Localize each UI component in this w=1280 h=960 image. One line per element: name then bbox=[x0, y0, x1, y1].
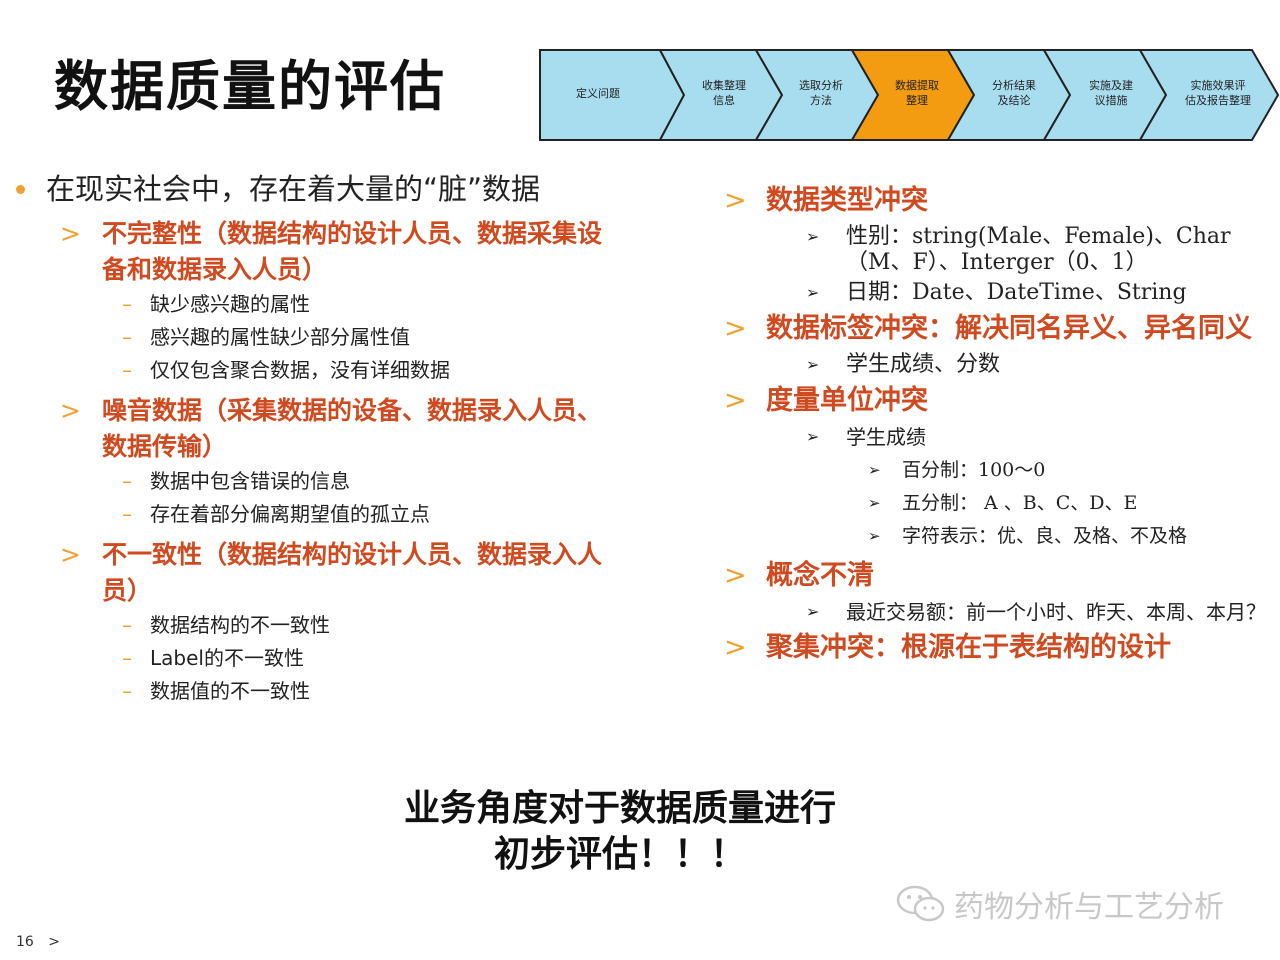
page-number-value: 16 bbox=[16, 934, 34, 950]
category-title: 聚集冲突：根源在于表结构的设计 bbox=[766, 632, 1171, 663]
list-item: –存在着部分偏离期望值的孤立点 bbox=[16, 498, 616, 531]
category-unclear-concept: > 概念不清 bbox=[722, 557, 1278, 595]
list-item: –缺少感兴趣的属性 bbox=[16, 288, 616, 321]
list-item: ➢ 最近交易额：前一个小时、昨天、本周、本月？ bbox=[722, 599, 1278, 625]
list-item-text: 感兴趣的属性缺少部分属性值 bbox=[150, 325, 410, 349]
chevron-right-icon: > bbox=[60, 540, 81, 569]
chevron-right-icon: > bbox=[724, 313, 747, 344]
list-item-text: 缺少感兴趣的属性 bbox=[150, 292, 310, 316]
sub-list-item-text: 字符表示：优、良、及格、不及格 bbox=[902, 525, 1188, 547]
list-item-text: 学生成绩、分数 bbox=[846, 352, 1001, 377]
chevron-right-icon: > bbox=[724, 385, 747, 416]
conclusion-line-2: 初步评估！！！ bbox=[493, 834, 746, 875]
sub-list-item: ➢ 五分制： A 、B、C、D、E bbox=[722, 487, 1278, 520]
arrowhead-icon: ➢ bbox=[806, 427, 820, 446]
main-bullet: 在现实社会中，存在着大量的“脏”数据 bbox=[16, 168, 616, 210]
page-nav-arrow[interactable]: > bbox=[48, 934, 61, 950]
dash-icon: – bbox=[122, 325, 132, 349]
list-item-text: 性别：string(Male、Female)、Char（M、F）、Interge… bbox=[846, 224, 1231, 275]
dash-icon: – bbox=[122, 613, 132, 637]
category-title: 概念不清 bbox=[766, 560, 874, 591]
bullet-dot-icon bbox=[16, 185, 25, 194]
list-item: –数据中包含错误的信息 bbox=[16, 465, 616, 498]
category-title: 数据类型冲突 bbox=[766, 185, 928, 216]
category-inconsistency: > 不一致性（数据结构的设计人员、数据录入人员） bbox=[16, 537, 616, 609]
list-item-text: 存在着部分偏离期望值的孤立点 bbox=[150, 502, 430, 526]
arrowhead-icon: ➢ bbox=[806, 355, 820, 374]
step-label-3: 选取分析 方法 bbox=[799, 79, 843, 107]
category-title: 不一致性（数据结构的设计人员、数据录入人员） bbox=[102, 540, 603, 605]
sub-list-item-text: 五分制： A 、B、C、D、E bbox=[902, 492, 1138, 514]
list-item-text: 数据结构的不一致性 bbox=[150, 613, 330, 637]
step-chevron-7 bbox=[1138, 49, 1280, 141]
step-label-7: 实施效果评 估及报告整理 bbox=[1185, 79, 1251, 107]
dash-icon: – bbox=[122, 502, 132, 526]
process-chevron-shapes bbox=[539, 49, 1280, 141]
list-item: ➢ 性别：string(Male、Female)、Char（M、F）、Interg… bbox=[722, 224, 1278, 276]
list-item-text: Label的不一致性 bbox=[150, 646, 304, 670]
watermark: 药物分析与工艺分析 bbox=[896, 884, 1224, 925]
main-bullet-text: 在现实社会中，存在着大量的“脏”数据 bbox=[46, 172, 541, 206]
arrowhead-icon: ➢ bbox=[868, 461, 881, 479]
dash-icon: – bbox=[122, 679, 132, 703]
sub-list-item: ➢ 字符表示：优、良、及格、不及格 bbox=[722, 520, 1278, 553]
conclusion-line-1: 业务角度对于数据质量进行 bbox=[403, 788, 836, 829]
list-item: –仅仅包含聚合数据，没有详细数据 bbox=[16, 354, 616, 387]
step-label-4: 数据提取 整理 bbox=[895, 79, 939, 107]
list-item: ➢ 学生成绩 bbox=[722, 424, 1278, 450]
dash-icon: – bbox=[122, 646, 132, 670]
chevron-right-icon: > bbox=[724, 560, 747, 591]
dash-icon: – bbox=[122, 469, 132, 493]
arrowhead-icon: ➢ bbox=[868, 527, 881, 545]
list-item: –数据值的不一致性 bbox=[16, 675, 616, 708]
step-label-6: 实施及建 议措施 bbox=[1089, 79, 1133, 107]
chevron-right-icon: > bbox=[60, 219, 81, 248]
arrowhead-icon: ➢ bbox=[868, 494, 881, 512]
list-item-text: 数据中包含错误的信息 bbox=[150, 469, 350, 493]
category-type-conflict: > 数据类型冲突 bbox=[722, 182, 1278, 220]
page-number: 16 > bbox=[16, 934, 60, 950]
watermark-text: 药物分析与工艺分析 bbox=[954, 890, 1224, 925]
process-chevron-bar: 定义问题 收集整理 信息 选取分析 方法 数据提取 整理 分析结果 及结论 实施… bbox=[538, 48, 1280, 142]
category-title: 不完整性（数据结构的设计人员、数据采集设备和数据录入人员） bbox=[102, 219, 603, 284]
wechat-icon bbox=[896, 885, 945, 922]
slide-title: 数据质量的评估 bbox=[54, 55, 446, 118]
step-label-5: 分析结果 及结论 bbox=[992, 79, 1036, 107]
left-column: 在现实社会中，存在着大量的“脏”数据 > 不完整性（数据结构的设计人员、数据采集… bbox=[16, 168, 616, 708]
chevron-right-icon: > bbox=[724, 185, 747, 216]
sub-list-item: ➢ 百分制：100～0 bbox=[722, 454, 1278, 487]
category-unit-conflict: > 度量单位冲突 bbox=[722, 382, 1278, 420]
list-item: –数据结构的不一致性 bbox=[16, 609, 616, 642]
list-item-text: 数据值的不一致性 bbox=[150, 679, 310, 703]
conclusion-text: 业务角度对于数据质量进行 初步评估！！！ bbox=[300, 786, 940, 878]
category-label-conflict: > 数据标签冲突：解决同名异义、异名同义 bbox=[722, 310, 1278, 348]
right-column: > 数据类型冲突 ➢ 性别：string(Male、Female)、Char（M、… bbox=[722, 178, 1278, 667]
list-item: ➢ 学生成绩、分数 bbox=[722, 352, 1278, 378]
arrowhead-icon: ➢ bbox=[806, 602, 820, 621]
category-incompleteness: > 不完整性（数据结构的设计人员、数据采集设备和数据录入人员） bbox=[16, 216, 616, 288]
category-title: 数据标签冲突：解决同名异义、异名同义 bbox=[766, 313, 1252, 344]
sub-list-item-text: 百分制：100～0 bbox=[902, 459, 1046, 481]
list-item: –Label的不一致性 bbox=[16, 642, 616, 675]
list-item: –感兴趣的属性缺少部分属性值 bbox=[16, 321, 616, 354]
category-title: 噪音数据（采集数据的设备、数据录入人员、数据传输） bbox=[102, 396, 603, 461]
chevron-right-icon: > bbox=[724, 632, 747, 663]
list-item-text: 日期：Date、DateTime、String bbox=[846, 280, 1187, 305]
dash-icon: – bbox=[122, 292, 132, 316]
list-item: ➢ 日期：Date、DateTime、String bbox=[722, 280, 1278, 306]
arrowhead-icon: ➢ bbox=[806, 227, 820, 246]
list-item-text: 仅仅包含聚合数据，没有详细数据 bbox=[150, 358, 450, 382]
list-item-text: 学生成绩 bbox=[846, 425, 926, 449]
category-title: 度量单位冲突 bbox=[766, 385, 928, 416]
step-label-2: 收集整理 信息 bbox=[702, 79, 746, 107]
arrowhead-icon: ➢ bbox=[806, 283, 820, 302]
category-aggregation-conflict: > 聚集冲突：根源在于表结构的设计 bbox=[722, 629, 1278, 667]
list-item-text: 最近交易额：前一个小时、昨天、本周、本月？ bbox=[846, 600, 1266, 624]
dash-icon: – bbox=[122, 358, 132, 382]
step-label-1: 定义问题 bbox=[576, 87, 620, 100]
category-noise: > 噪音数据（采集数据的设备、数据录入人员、数据传输） bbox=[16, 393, 616, 465]
chevron-right-icon: > bbox=[60, 396, 81, 425]
